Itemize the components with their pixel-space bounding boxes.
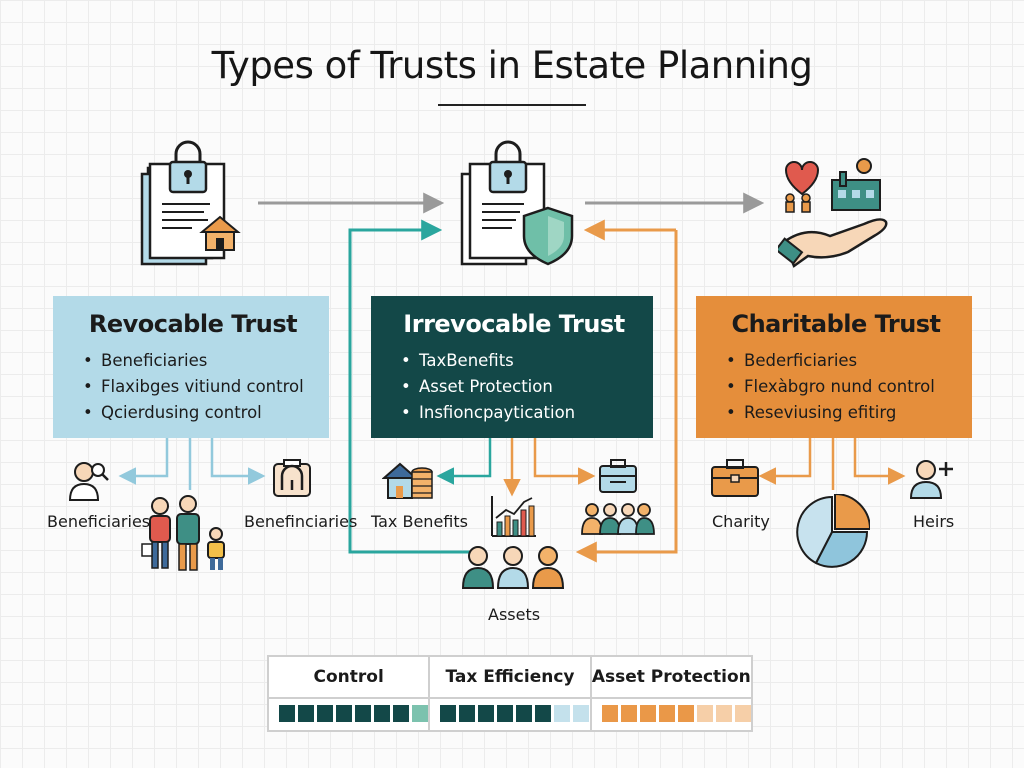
legend-segment bbox=[677, 705, 694, 722]
house-coins-icon bbox=[382, 462, 433, 499]
legend-label-tax-efficiency: Tax Efficiency bbox=[430, 657, 590, 699]
irrevocable-connector-left bbox=[436, 438, 492, 485]
revocable-item-3: Qcierdusing control bbox=[81, 400, 305, 426]
add-person-icon bbox=[909, 460, 953, 499]
legend-segment bbox=[696, 705, 713, 722]
legend-segment bbox=[279, 705, 295, 722]
calculator-icon bbox=[273, 459, 311, 497]
page-title: Types of Trusts in Estate Planning bbox=[211, 44, 813, 87]
team-icon bbox=[581, 503, 655, 535]
legend-segment bbox=[355, 705, 371, 722]
legend-segment bbox=[374, 705, 390, 722]
hand-heart-building-icon bbox=[778, 158, 888, 268]
charitable-trust-card: Charitable Trust Bederficiaries Flexàbgr… bbox=[696, 296, 972, 438]
legend-segment bbox=[317, 705, 333, 722]
legend-bar-asset-protection bbox=[601, 705, 751, 722]
label-beneficiaries-right: Benefinciaries bbox=[244, 512, 358, 531]
irrevocable-trust-card: Irrevocable Trust TaxBenefits Asset Prot… bbox=[371, 296, 653, 438]
irrevocable-item-1: TaxBenefits bbox=[399, 348, 629, 374]
irrevocable-connector-right bbox=[533, 438, 596, 485]
label-heirs: Heirs bbox=[913, 512, 955, 531]
title-underline bbox=[438, 104, 586, 106]
charitable-trust-list: Bederficiaries Flexàbgro nund control Re… bbox=[724, 348, 948, 426]
charity-briefcase-icon bbox=[711, 459, 759, 497]
pie-chart-icon bbox=[796, 494, 870, 568]
charitable-trust-title: Charitable Trust bbox=[731, 310, 941, 338]
teal-loop-connector bbox=[348, 219, 475, 554]
legend-segment bbox=[478, 705, 495, 722]
irrevocable-trust-title: Irrevocable Trust bbox=[403, 310, 625, 338]
legend-segment bbox=[715, 705, 732, 722]
irrevocable-item-2: Asset Protection bbox=[399, 374, 629, 400]
charitable-connector-left bbox=[758, 438, 812, 485]
document-lock-house-icon bbox=[140, 140, 241, 266]
legend-segment bbox=[393, 705, 409, 722]
irrevocable-item-3: Insfioncpaytication bbox=[399, 400, 629, 426]
orange-loop-connector bbox=[575, 230, 678, 563]
legend-segment bbox=[639, 705, 656, 722]
document-lock-shield-icon bbox=[460, 140, 574, 266]
legend-col-control: Control bbox=[269, 657, 431, 730]
legend-segment bbox=[336, 705, 352, 722]
legend-col-tax-efficiency: Tax Efficiency bbox=[430, 657, 592, 730]
legend-segment bbox=[573, 705, 590, 722]
legend-segment bbox=[298, 705, 314, 722]
legend-label-asset-protection: Asset Protection bbox=[591, 657, 751, 699]
growth-chart-icon bbox=[491, 496, 536, 537]
label-tax-benefits: Tax Benefits bbox=[371, 512, 468, 531]
charitable-item-3: Reseviusing efitirg bbox=[724, 400, 948, 426]
briefcase-icon bbox=[599, 459, 637, 493]
legend-segment bbox=[734, 705, 751, 722]
revocable-connector-right bbox=[210, 438, 266, 485]
legend-segment bbox=[459, 705, 476, 722]
charitable-item-1: Bederficiaries bbox=[724, 348, 948, 374]
label-beneficiaries-left: Beneficiaries bbox=[47, 512, 151, 531]
revocable-trust-list: Beneficiaries Flaxibges vitiund control … bbox=[81, 348, 305, 426]
legend-bar-control bbox=[279, 705, 428, 722]
charitable-item-2: Flexàbgro nund control bbox=[724, 374, 948, 400]
legend-segment bbox=[601, 705, 618, 722]
comparison-legend: Control Tax Efficiency Asset Protection bbox=[267, 655, 753, 732]
legend-segment bbox=[440, 705, 457, 722]
label-assets: Assets bbox=[488, 605, 541, 624]
legend-col-asset-protection: Asset Protection bbox=[591, 657, 751, 730]
magnifier-person-icon bbox=[68, 462, 109, 501]
label-charity: Charity bbox=[712, 512, 770, 531]
revocable-trust-title: Revocable Trust bbox=[88, 310, 298, 338]
revocable-connector-left bbox=[118, 438, 169, 485]
legend-segment bbox=[658, 705, 675, 722]
legend-segment bbox=[497, 705, 514, 722]
revocable-item-1: Beneficiaries bbox=[81, 348, 305, 374]
legend-label-control: Control bbox=[269, 657, 429, 699]
legend-segment bbox=[535, 705, 552, 722]
legend-bar-tax-efficiency bbox=[440, 705, 590, 722]
family-icon bbox=[141, 495, 225, 571]
revocable-item-2: Flaxibges vitiund control bbox=[81, 374, 305, 400]
revocable-trust-card: Revocable Trust Beneficiaries Flaxibges … bbox=[53, 296, 329, 438]
legend-segment bbox=[554, 705, 571, 722]
legend-segment bbox=[620, 705, 637, 722]
irrevocable-trust-list: TaxBenefits Asset Protection Insfioncpay… bbox=[399, 348, 629, 426]
legend-segment bbox=[412, 705, 428, 722]
people-icon bbox=[461, 546, 565, 589]
legend-segment bbox=[516, 705, 533, 722]
charitable-connector-right bbox=[853, 438, 906, 485]
